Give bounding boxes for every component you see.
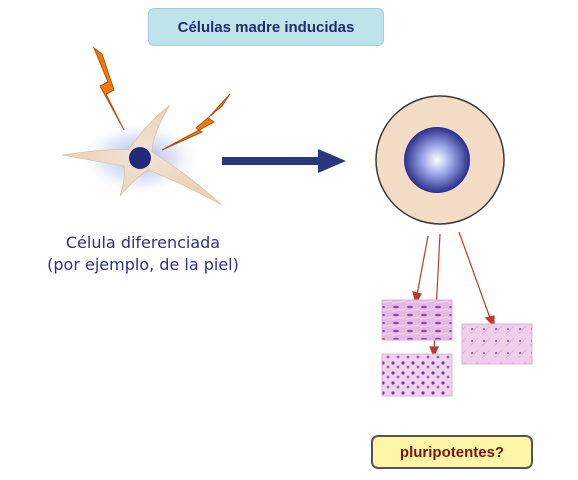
- pluripotent-cell-icon: [375, 95, 505, 225]
- arrow-right-icon: [222, 149, 346, 173]
- lightning-bolt-icon: [161, 93, 231, 151]
- differentiated-cell-icon: [61, 104, 223, 206]
- tissue-sample-icon: [461, 323, 533, 365]
- caption-line-2: (por ejemplo, de la piel): [47, 255, 239, 274]
- diagram-title: Células madre inducidas: [148, 8, 384, 46]
- tissue-sample-icon: [381, 299, 453, 341]
- tissue-sample-icon: [381, 353, 453, 397]
- lightning-bolt-icon: [92, 46, 125, 131]
- pluripotent-question-box: pluripotentes?: [371, 435, 533, 469]
- caption-line-1: Célula diferenciada: [65, 233, 221, 252]
- source-cell-caption: Célula diferenciada (por ejemplo, de la …: [18, 232, 268, 276]
